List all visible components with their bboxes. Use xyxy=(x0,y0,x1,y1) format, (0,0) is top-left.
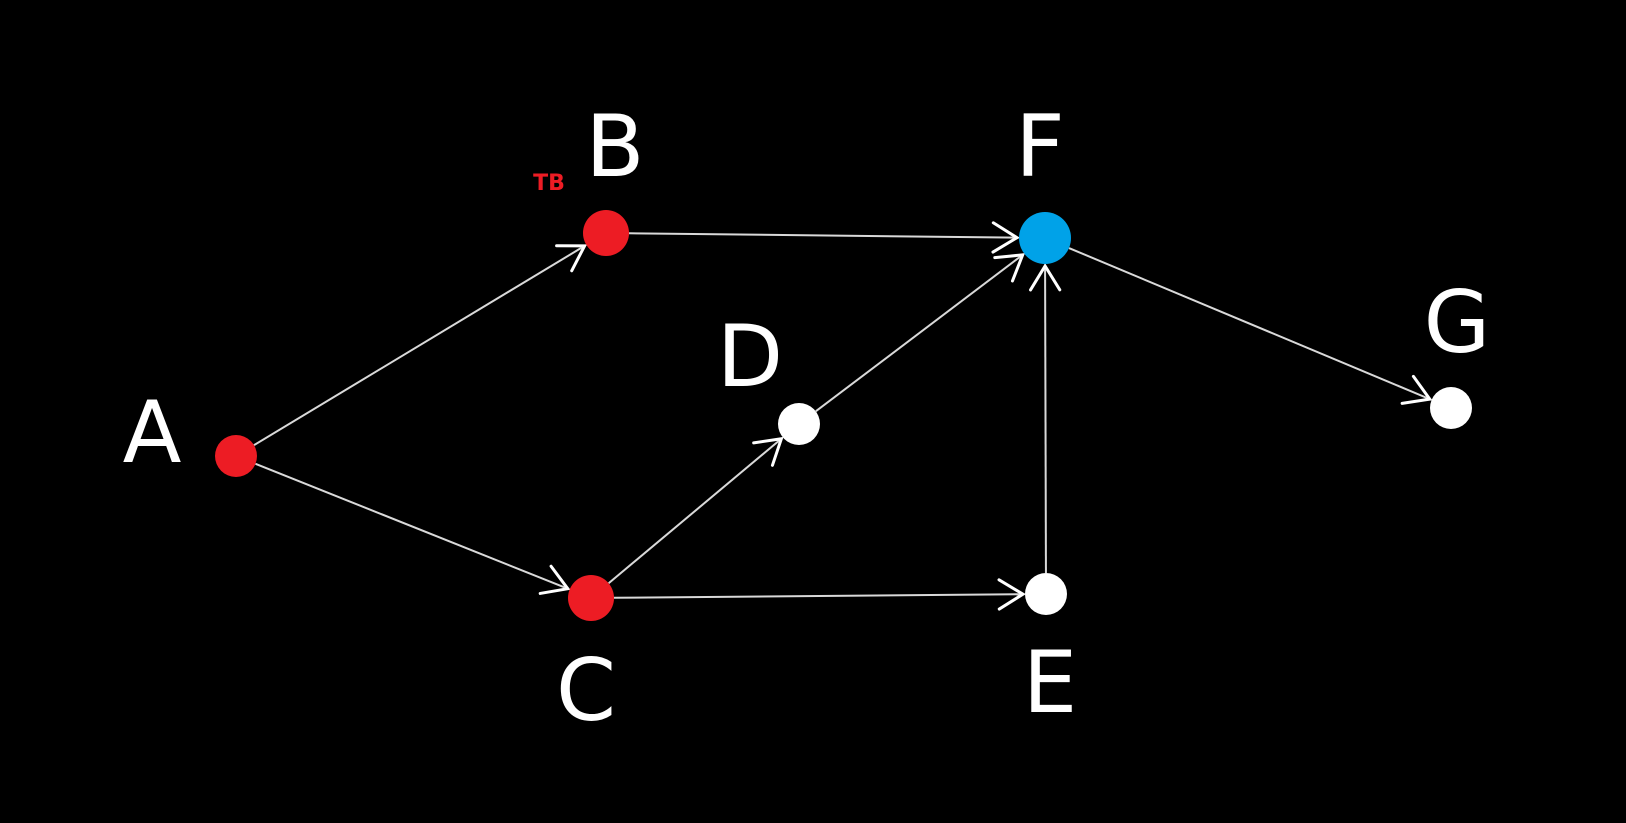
node-label-g: G xyxy=(1424,273,1491,373)
node-label-d: D xyxy=(717,307,783,407)
edge-a-c xyxy=(255,462,569,590)
edges-layer xyxy=(253,221,1433,611)
nodes-layer xyxy=(215,210,1472,621)
edge-e-f xyxy=(1044,265,1047,574)
node-label-c: C xyxy=(556,641,616,741)
node-label-f: F xyxy=(1015,97,1064,197)
edge-d-f xyxy=(815,254,1024,413)
node-c xyxy=(568,575,614,621)
arrowhead-f-g xyxy=(1400,374,1433,405)
node-tag-b: TB xyxy=(533,171,565,196)
edge-f-g xyxy=(1068,247,1431,401)
arrowhead-d-f xyxy=(993,253,1025,283)
labels-layer: A B TB C D E F G xyxy=(123,97,1491,741)
node-g xyxy=(1430,387,1472,429)
edge-c-d xyxy=(607,437,783,585)
arrowhead-a-c xyxy=(538,564,571,595)
node-f xyxy=(1019,212,1071,264)
node-label-b: B xyxy=(586,97,645,197)
edge-a-b xyxy=(253,245,586,447)
node-label-a: A xyxy=(123,383,182,483)
node-e xyxy=(1025,573,1067,615)
node-label-e: E xyxy=(1023,633,1077,733)
arrowhead-a-b xyxy=(555,244,588,273)
node-d xyxy=(778,403,820,445)
arrowhead-e-f xyxy=(1029,263,1062,292)
arrowhead-b-f xyxy=(991,221,1020,254)
edge-c-e xyxy=(613,593,1024,599)
arrowhead-c-e xyxy=(997,578,1026,611)
node-b xyxy=(583,210,629,256)
arrowhead-c-d xyxy=(752,436,784,467)
node-a xyxy=(215,435,257,477)
edge-b-f xyxy=(628,232,1018,239)
